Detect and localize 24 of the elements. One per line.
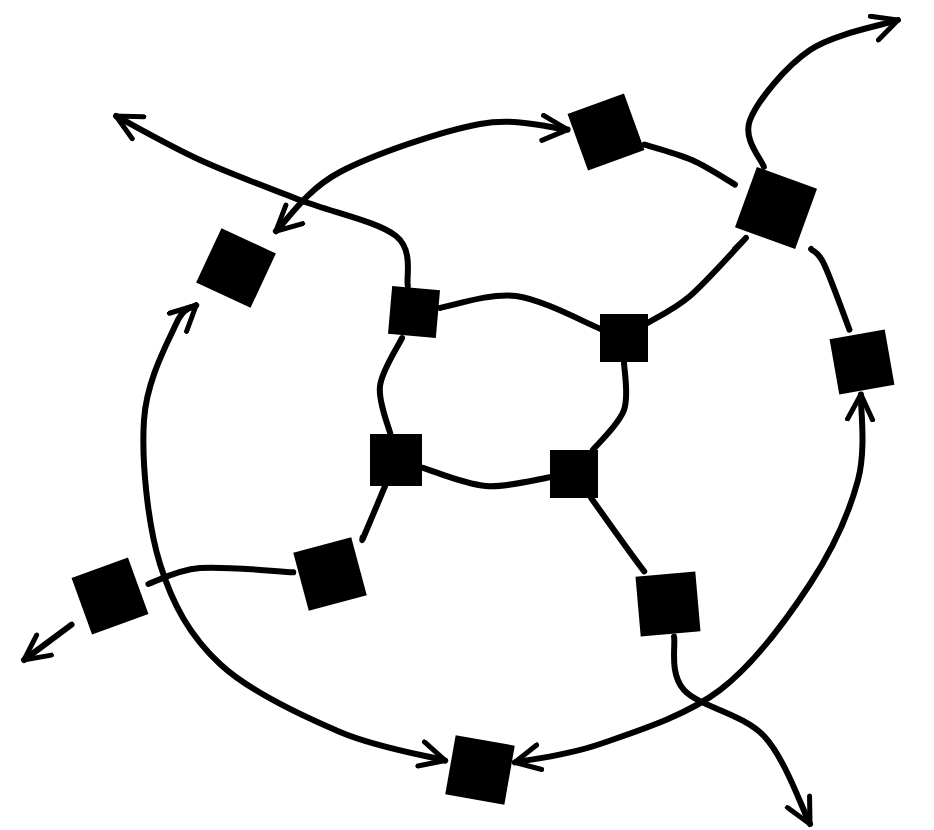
curved-arrow: [21, 621, 75, 663]
curved-arrow: [671, 633, 813, 827]
curved-line: [589, 359, 630, 453]
filled-square: [550, 450, 598, 498]
curved-line: [376, 335, 405, 437]
curved-line: [808, 246, 853, 333]
filled-square: [388, 286, 440, 338]
filled-square: [370, 434, 422, 486]
curved-arrow: [511, 391, 876, 773]
curved-line: [359, 483, 389, 544]
curved-line: [145, 564, 297, 587]
curved-line: [419, 464, 553, 490]
curved-line: [641, 141, 738, 188]
curved-line: [645, 234, 749, 326]
curved-arrow: [140, 302, 449, 770]
filled-square: [600, 314, 648, 362]
curved-arrow: [745, 12, 901, 170]
curved-arrow: [272, 111, 571, 235]
filled-square: [829, 329, 895, 395]
filled-square: [635, 571, 701, 637]
curved-arrow: [113, 113, 411, 289]
curved-line: [588, 495, 648, 575]
filled-square: [445, 735, 515, 805]
curved-line: [437, 292, 603, 332]
